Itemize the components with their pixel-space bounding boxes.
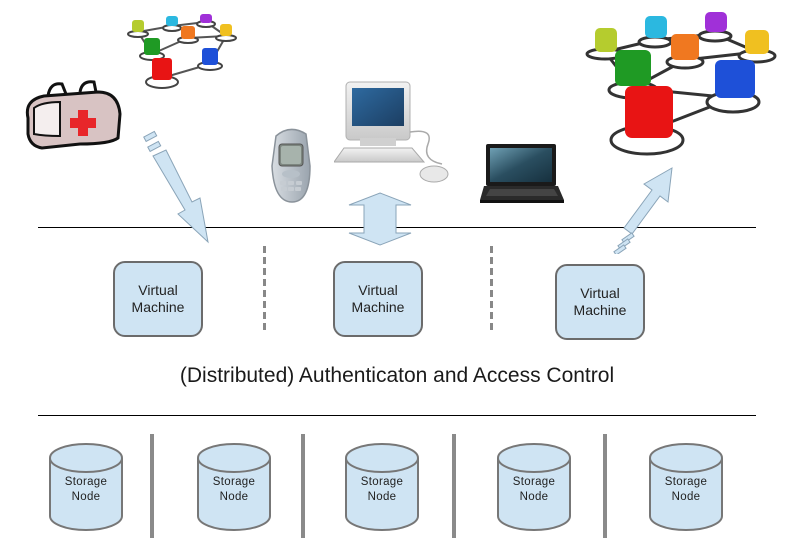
cylinder-icon (649, 443, 723, 531)
cylinder-icon (197, 443, 271, 531)
storage-label-line1: Storage (664, 476, 708, 488)
virtual-machine-box: Virtual Machine (333, 261, 423, 337)
vm-label-line1: Virtual (358, 282, 398, 298)
storage-divider (301, 434, 305, 538)
laptop-icon (480, 144, 564, 203)
storage-label-line1: Storage (360, 476, 404, 488)
social-network-icon (127, 14, 237, 89)
vm-divider (490, 246, 493, 334)
arrow-bidirectional-center (348, 192, 412, 246)
storage-label-line1: Storage (512, 476, 556, 488)
storage-divider (603, 434, 607, 538)
vm-label-line2: Machine (573, 302, 627, 318)
storage-label-line2: Node (219, 491, 249, 503)
storage-label-line2: Node (71, 491, 101, 503)
virtual-machine-box: Virtual Machine (113, 261, 203, 337)
storage-divider (150, 434, 154, 538)
virtual-machine-box: Virtual Machine (555, 264, 645, 340)
top-layer-line (38, 227, 756, 228)
cylinder-icon (49, 443, 123, 531)
vm-label-line1: Virtual (580, 285, 620, 301)
storage-label-line1: Storage (64, 476, 108, 488)
storage-label-line2: Node (671, 491, 701, 503)
storage-label-line1: Storage (212, 476, 256, 488)
vm-divider (263, 246, 266, 334)
social-network-large-icon (585, 12, 777, 156)
arrow-down-left (143, 130, 209, 244)
access-control-caption: (Distributed) Authenticaton and Access C… (179, 364, 615, 387)
storage-label-line2: Node (367, 491, 397, 503)
medical-bag-icon (25, 80, 122, 150)
mobile-phone-icon (271, 128, 311, 203)
vm-label-line2: Machine (131, 299, 185, 315)
arrow-up-right (613, 167, 673, 254)
vm-label-line2: Machine (351, 299, 405, 315)
vm-label-line1: Virtual (138, 282, 178, 298)
desktop-computer-icon (334, 81, 449, 183)
storage-divider (452, 434, 456, 538)
storage-layer-line (38, 415, 756, 416)
cylinder-icon (497, 443, 571, 531)
cylinder-icon (345, 443, 419, 531)
storage-label-line2: Node (519, 491, 549, 503)
